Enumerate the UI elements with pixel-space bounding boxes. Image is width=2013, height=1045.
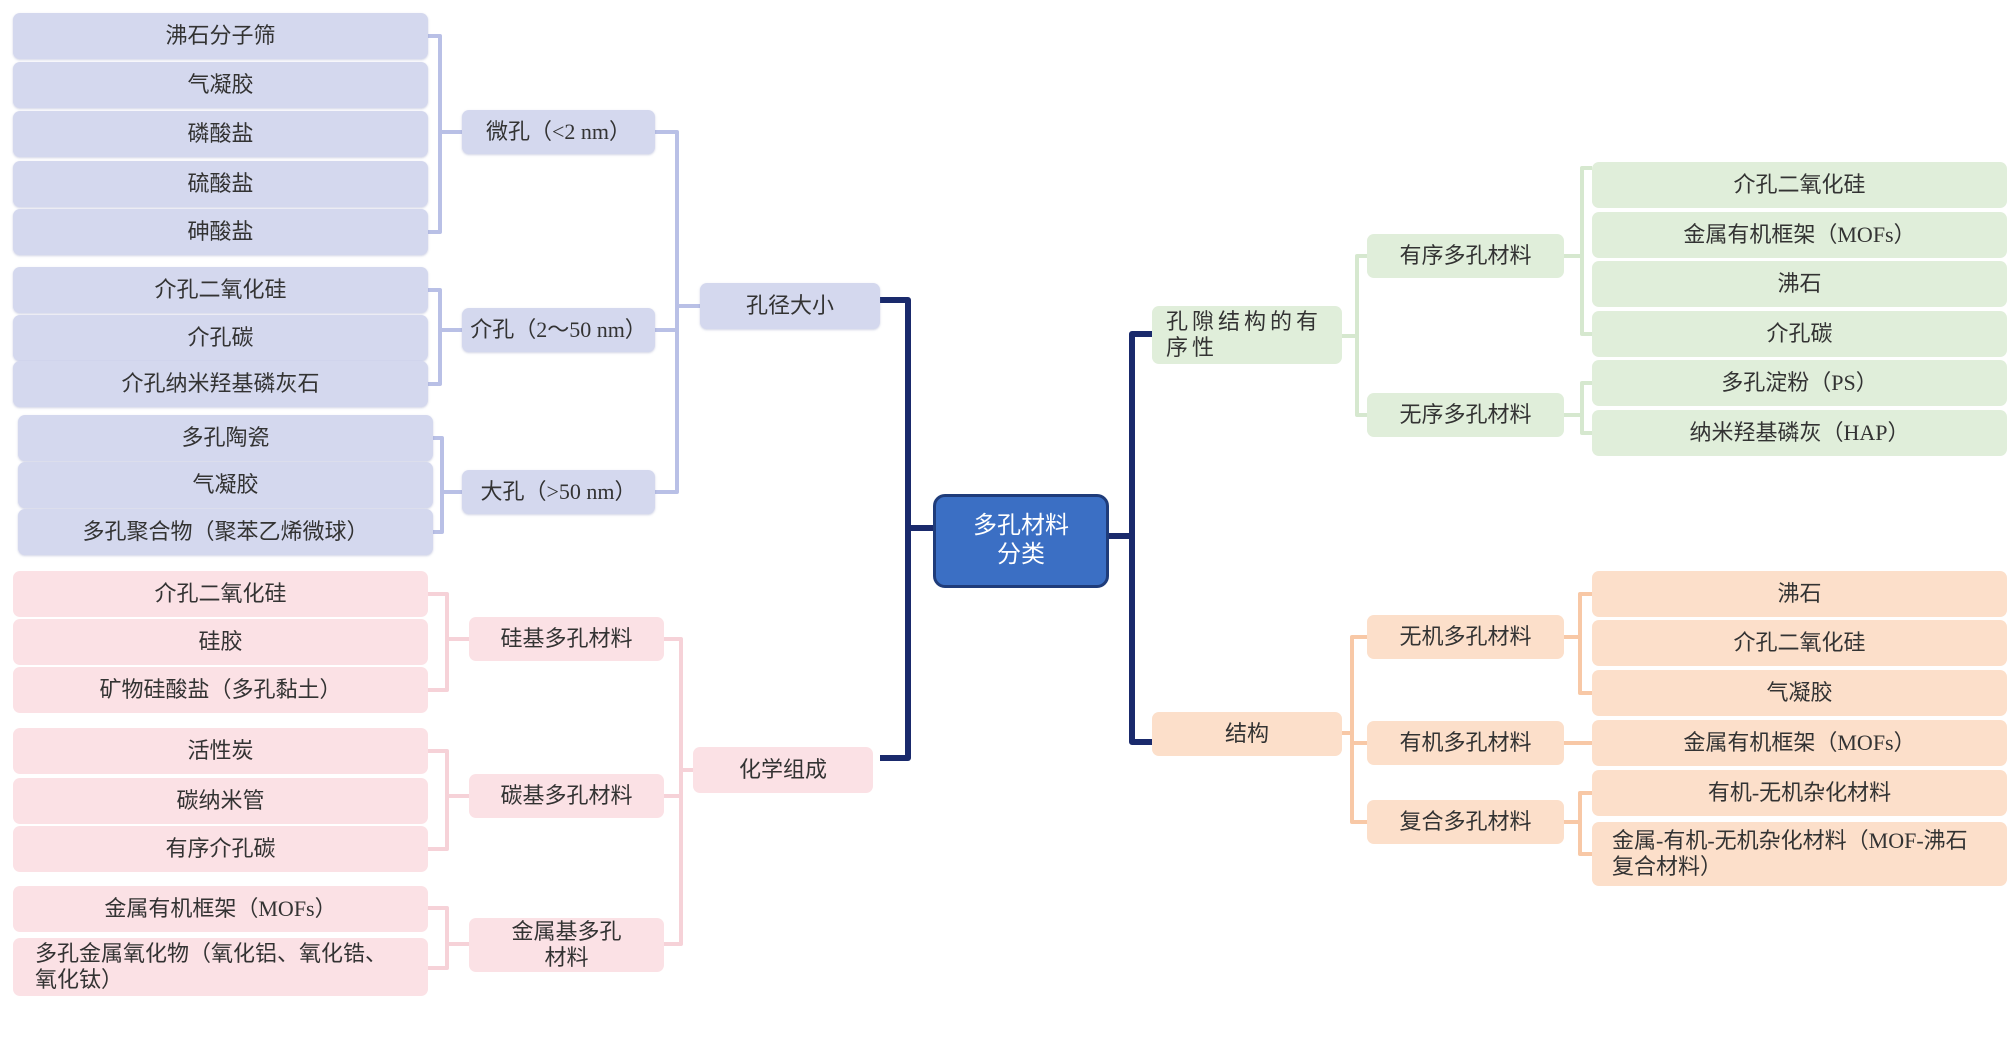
group-macropore[interactable]: 大孔（>50 nm） (462, 470, 655, 514)
leaf-item[interactable]: 矿物硅酸盐（多孔黏土） (13, 667, 428, 713)
branch-pore-order[interactable]: 孔隙结构的有序性 (1152, 306, 1342, 364)
leaf-item[interactable]: 金属有机框架（MOFs） (13, 886, 428, 932)
group-disordered[interactable]: 无序多孔材料 (1367, 393, 1564, 437)
leaf-item[interactable]: 硅胶 (13, 619, 428, 665)
group-silicon-based[interactable]: 硅基多孔材料 (469, 617, 664, 661)
leaf-item[interactable]: 活性炭 (13, 728, 428, 774)
group-mesopore[interactable]: 介孔（2～50 nm） (462, 308, 655, 352)
leaf-item[interactable]: 有机-无机杂化材料 (1592, 770, 2007, 816)
leaf-item[interactable]: 多孔金属氧化物（氧化铝、氧化锆、氧化钛） (13, 938, 428, 996)
leaf-item[interactable]: 多孔陶瓷 (18, 415, 433, 461)
leaf-item[interactable]: 气凝胶 (13, 62, 428, 108)
group-organic[interactable]: 有机多孔材料 (1367, 721, 1564, 765)
leaf-item[interactable]: 金属有机框架（MOFs） (1592, 212, 2007, 258)
leaf-item[interactable]: 纳米羟基磷灰（HAP） (1592, 410, 2007, 456)
leaf-item[interactable]: 介孔二氧化硅 (13, 267, 428, 313)
leaf-item[interactable]: 介孔碳 (1592, 311, 2007, 357)
leaf-item[interactable]: 气凝胶 (1592, 670, 2007, 716)
leaf-item[interactable]: 碳纳米管 (13, 778, 428, 824)
leaf-item[interactable]: 介孔二氧化硅 (1592, 620, 2007, 666)
leaf-item[interactable]: 多孔淀粉（PS） (1592, 360, 2007, 406)
leaf-item[interactable]: 硫酸盐 (13, 161, 428, 207)
leaf-item[interactable]: 沸石分子筛 (13, 13, 428, 59)
group-micropore[interactable]: 微孔（<2 nm） (462, 110, 655, 154)
leaf-item[interactable]: 多孔聚合物（聚苯乙烯微球） (18, 509, 433, 555)
leaf-item[interactable]: 有序介孔碳 (13, 826, 428, 872)
group-metal-based[interactable]: 金属基多孔材料 (469, 918, 664, 972)
leaf-item[interactable]: 砷酸盐 (13, 209, 428, 255)
trunk-connectors (880, 297, 1152, 761)
leaf-item[interactable]: 介孔碳 (13, 315, 428, 361)
branch-composition[interactable]: 化学组成 (693, 747, 873, 793)
leaf-item[interactable]: 介孔纳米羟基磷灰石 (13, 361, 428, 407)
order-connectors (1342, 166, 1592, 435)
branch-structure[interactable]: 结构 (1152, 712, 1342, 756)
leaf-item[interactable]: 金属有机框架（MOFs） (1592, 720, 2007, 766)
branch-pore-size[interactable]: 孔径大小 (700, 283, 880, 329)
leaf-item[interactable]: 气凝胶 (18, 462, 433, 508)
pore-size-connectors (428, 34, 700, 534)
group-carbon-based[interactable]: 碳基多孔材料 (469, 774, 664, 818)
root-node[interactable]: 多孔材料分类 (933, 494, 1109, 588)
leaf-item[interactable]: 沸石 (1592, 261, 2007, 307)
group-ordered[interactable]: 有序多孔材料 (1367, 234, 1564, 278)
leaf-item[interactable]: 介孔二氧化硅 (13, 571, 428, 617)
leaf-item[interactable]: 金属-有机-无机杂化材料（MOF-沸石复合材料） (1592, 822, 2007, 886)
leaf-item[interactable]: 磷酸盐 (13, 111, 428, 157)
composition-connectors (428, 592, 693, 970)
structure-connectors (1342, 592, 1592, 856)
leaf-item[interactable]: 介孔二氧化硅 (1592, 162, 2007, 208)
group-inorganic[interactable]: 无机多孔材料 (1367, 615, 1564, 659)
leaf-item[interactable]: 沸石 (1592, 571, 2007, 617)
group-composite[interactable]: 复合多孔材料 (1367, 800, 1564, 844)
